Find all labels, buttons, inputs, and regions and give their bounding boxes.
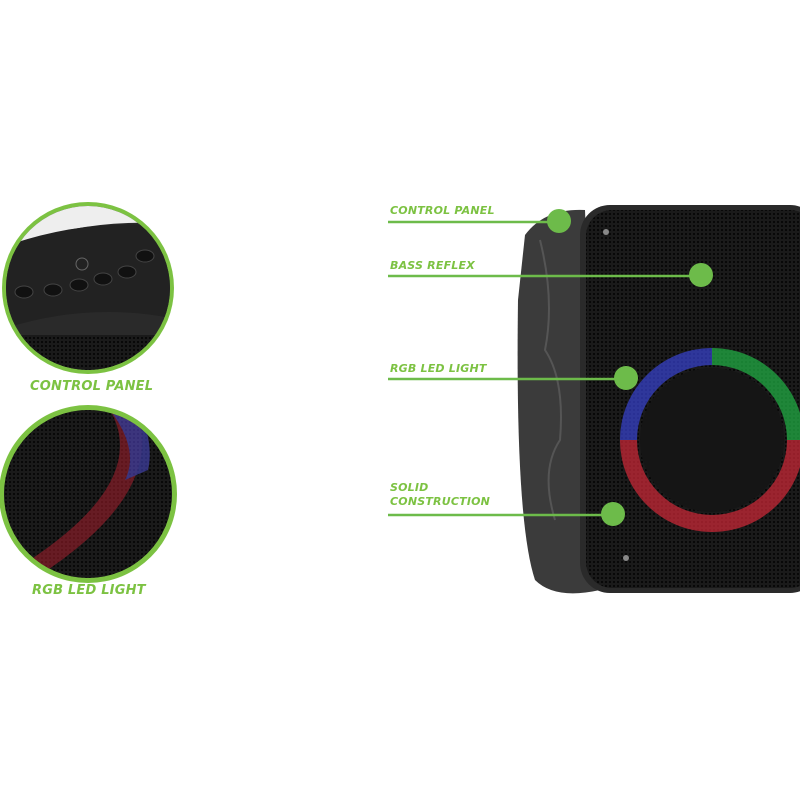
callout-dots	[547, 209, 713, 526]
inset-label-control-panel: CONTROL PANEL	[30, 379, 154, 394]
callout-construction: CONSTRUCTION	[390, 495, 491, 508]
speaker	[517, 205, 800, 594]
callout-solid: SOLID	[390, 481, 429, 494]
callout-lines	[388, 220, 700, 517]
callout-bass-reflex: BASS REFLEX	[390, 259, 475, 272]
inset-label-rgb-led-light: RGB LED LIGHT	[32, 583, 146, 598]
callout-rgb-led-light: RGB LED LIGHT	[390, 362, 487, 375]
rgb-led-inset	[0, 405, 177, 583]
control-panel-inset	[2, 202, 174, 374]
callout-control-panel: CONTROL PANEL	[390, 204, 495, 217]
